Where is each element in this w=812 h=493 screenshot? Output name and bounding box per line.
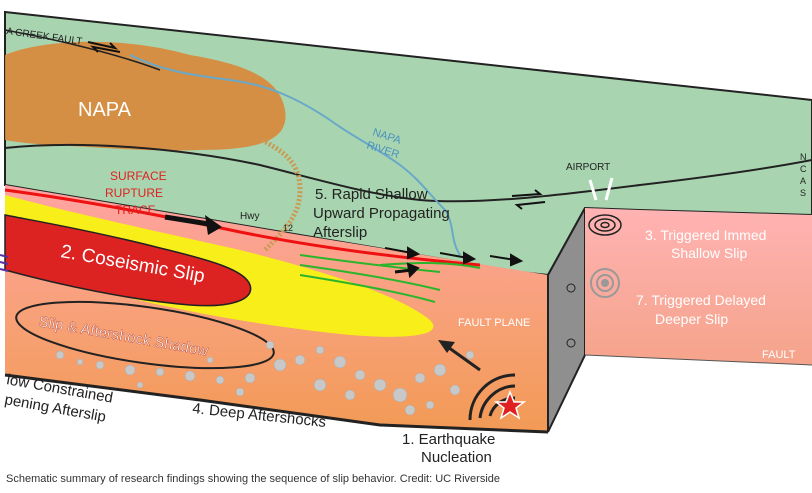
right-block-face — [585, 208, 812, 365]
strike-slip-arrows — [87, 41, 546, 210]
airport-label: AIRPORT — [566, 162, 610, 173]
fault-right-label: FAULT — [762, 349, 796, 361]
rapid-afterslip-line1: 5. Rapid Shallow — [315, 186, 428, 203]
surface-fault-curve — [4, 143, 812, 203]
coseismic-slip-zone — [4, 214, 252, 307]
triggered-immediate-line2: Shallow Slip — [671, 245, 747, 261]
afterslip-arrows — [384, 246, 524, 279]
surface-rupture-label-2: RUPTURE — [105, 186, 163, 200]
creek-fault-trace — [4, 29, 161, 71]
city-label: NAPA — [78, 99, 132, 121]
triggered-delayed-rings — [590, 268, 620, 298]
fault-diagram: A CREEK FAULT NAPA NAPA RIVER SURFACE RU… — [0, 10, 812, 466]
surface-rupture-trace — [4, 188, 481, 267]
right-edge-letter-3: A — [800, 176, 806, 186]
fault-plane-label: FAULT PLANE — [458, 317, 530, 329]
triggered-delayed-line1: 7. Triggered Delayed — [636, 292, 766, 308]
hwy-label: Hwy — [240, 211, 259, 222]
deep-aftershock-dots — [55, 340, 475, 416]
surface-rupture-label-3: TRACE — [115, 203, 156, 217]
right-edge-letter-2: C — [800, 164, 807, 174]
triggered-immediate-line1: 3. Triggered Immed — [645, 227, 766, 243]
right-edge-letter-1: N — [800, 152, 807, 162]
nucleation-star-icon — [493, 389, 527, 420]
triggered-delayed-line2: Deeper Slip — [655, 311, 728, 327]
nucleation-label-line2: Nucleation — [421, 449, 492, 466]
napa-river — [129, 54, 461, 256]
surface-slip-arrowhead-icon — [205, 215, 222, 235]
propagation-arrow — [444, 343, 481, 372]
shadow-ellipse — [15, 300, 275, 370]
rapid-afterslip-line2: Upward Propagating — [313, 205, 450, 222]
hwy-number-label: 12 — [283, 223, 293, 233]
afterslip-green-lines — [299, 254, 481, 303]
triggered-immediate-rings — [588, 214, 622, 236]
airport-runway-icon — [588, 177, 614, 201]
rapid-afterslip-line3: Afterslip — [313, 224, 367, 241]
propagation-arrowhead-icon — [438, 340, 455, 353]
nucleation-label-line1: 1. Earthquake — [402, 431, 495, 448]
surface-rupture-label-1: SURFACE — [110, 169, 167, 183]
napa-city-area — [5, 41, 286, 151]
left-edge-marks — [0, 254, 9, 272]
figure-caption: Schematic summary of research findings s… — [6, 473, 501, 485]
right-edge-letter-4: S — [800, 188, 806, 198]
